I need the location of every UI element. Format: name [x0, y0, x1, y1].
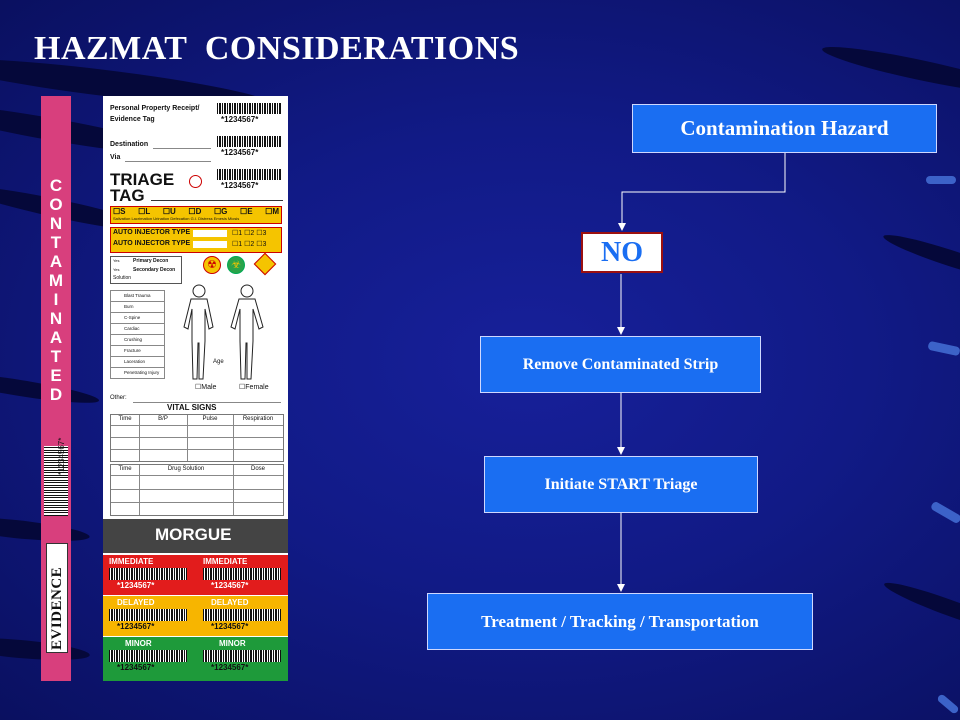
connector-hazard-to-no — [622, 153, 785, 230]
start-triage-box: Initiate START Triage — [484, 456, 758, 513]
remove-strip-box: Remove Contaminated Strip — [480, 336, 761, 393]
contamination-hazard-box: Contamination Hazard — [632, 104, 937, 153]
decision-no-box: NO — [581, 232, 663, 273]
treatment-box: Treatment / Tracking / Transportation — [427, 593, 813, 650]
